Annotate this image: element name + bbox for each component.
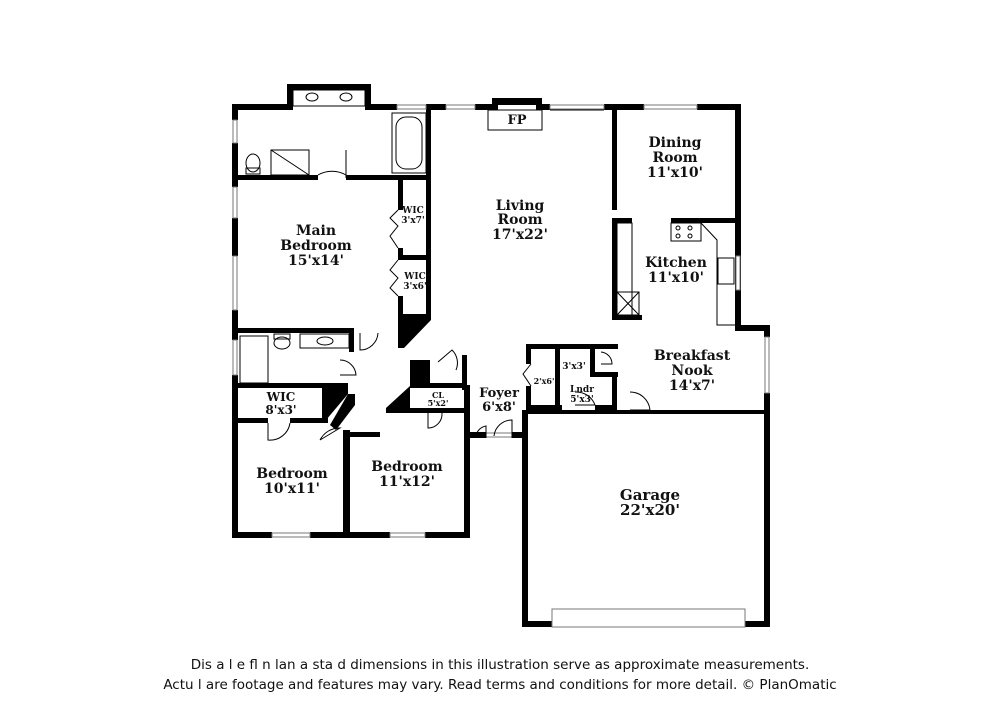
walls <box>232 84 770 627</box>
kitchen-name: Kitchen <box>645 255 707 271</box>
wic-2-name: WIC <box>403 272 425 282</box>
cl-dim: 5'x2' <box>428 398 449 408</box>
disclaimer-line-1: Dis a l e fl n lan a sta d dimensions in… <box>190 657 810 673</box>
bedroom-2-name: Bedroom <box>371 459 443 475</box>
closet-2x6-dim: 2'x6' <box>534 376 555 386</box>
breakfast-nook-name-2: Nook <box>671 363 712 379</box>
wic-3-dim: 8'x3' <box>265 403 296 417</box>
garage-name: Garage <box>620 486 680 504</box>
foyer-name: Foyer <box>479 386 519 401</box>
fixtures <box>239 89 735 441</box>
living-room-dim: 17'x22' <box>492 227 548 243</box>
main-bedroom-name-1: Main <box>296 223 336 239</box>
laundry-name: Lndr <box>570 385 594 395</box>
room-labels: FP Dining Room 11'x10' Living Room 17'x2… <box>256 113 730 519</box>
cl-name: CL <box>432 390 444 400</box>
living-room-name-1: Living <box>496 198 545 214</box>
bedroom-1-name: Bedroom <box>256 466 328 482</box>
closet-3x3-dim: 3'x3' <box>562 362 585 372</box>
breakfast-nook-name-1: Breakfast <box>654 348 731 364</box>
living-room-name-2: Room <box>497 212 542 228</box>
kitchen-dim: 11'x10' <box>648 270 704 286</box>
breakfast-nook-dim: 14'x7' <box>669 378 715 394</box>
wic-1-name: WIC <box>401 206 423 216</box>
dining-room-name-1: Dining <box>649 135 702 151</box>
wic-2-dim: 3'x6' <box>403 282 426 292</box>
laundry-dim: 5'x3' <box>570 395 593 405</box>
bedroom-2-dim: 11'x12' <box>379 474 435 490</box>
fp-label: FP <box>507 113 526 128</box>
wic-3-name: WIC <box>266 390 296 404</box>
disclaimer-line-2: Actu l are footage and features may vary… <box>163 677 837 693</box>
main-bedroom-dim: 15'x14' <box>288 253 344 269</box>
foyer-dim: 6'x8' <box>482 400 516 415</box>
wic-1-dim: 3'x7' <box>401 216 424 226</box>
windows <box>232 104 770 628</box>
garage-dim: 22'x20' <box>620 501 680 519</box>
dining-room-dim: 11'x10' <box>647 165 703 181</box>
bedroom-1-dim: 10'x11' <box>264 481 320 497</box>
dining-room-name-2: Room <box>652 150 697 166</box>
main-bedroom-name-2: Bedroom <box>280 238 352 254</box>
